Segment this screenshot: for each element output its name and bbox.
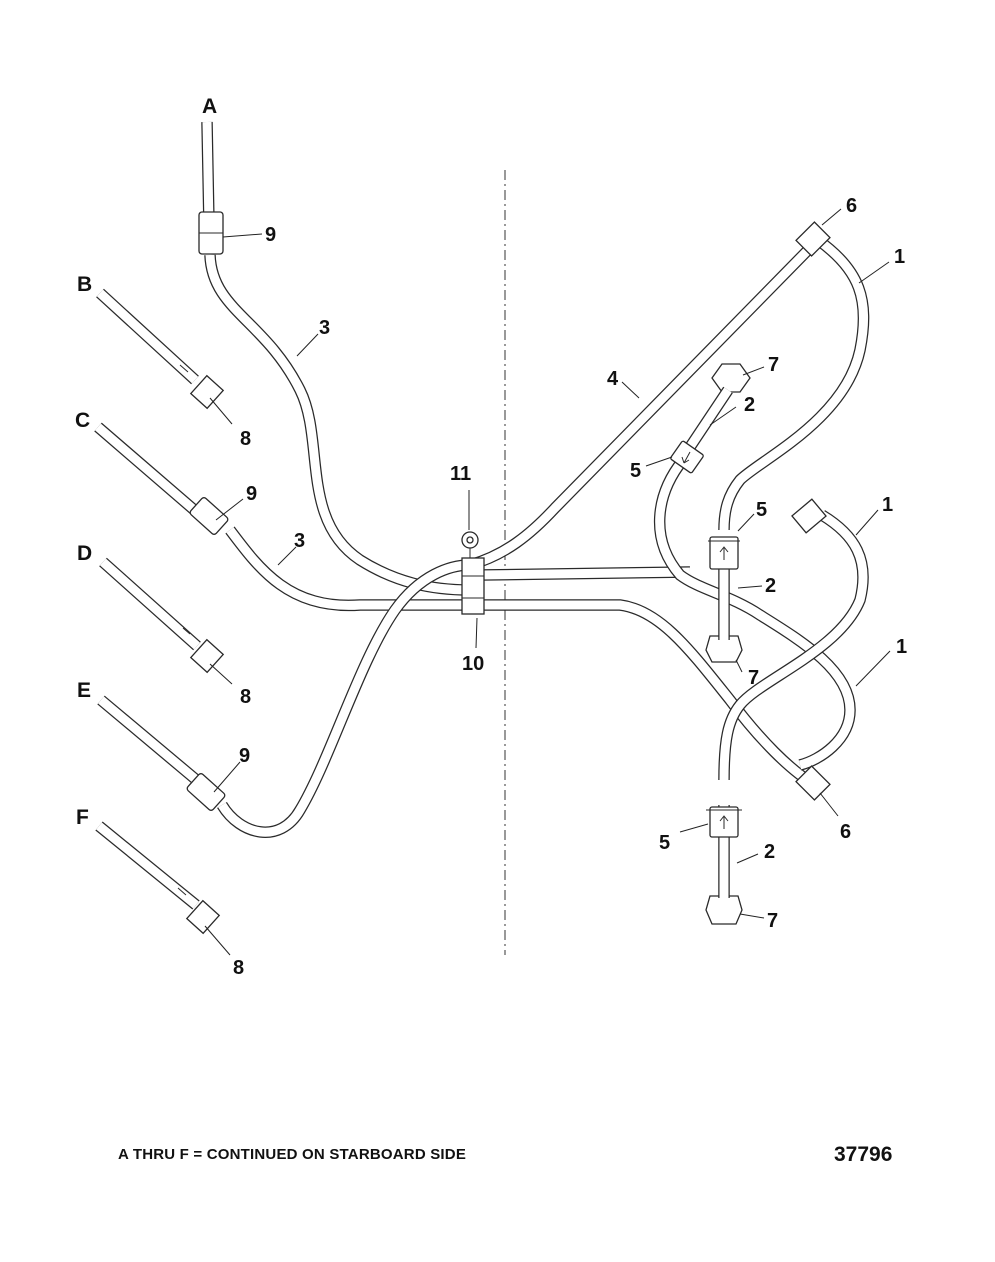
callout-6-top: 6	[846, 195, 857, 217]
hose-end-b	[96, 288, 199, 385]
end-label-d: D	[77, 542, 92, 565]
hose-e-loop	[217, 559, 471, 838]
callout-11: 11	[450, 463, 471, 485]
callout-9-a: 9	[265, 224, 276, 246]
callout-8-f: 8	[233, 957, 244, 979]
connector-9-c	[189, 497, 229, 535]
callout-10: 10	[462, 653, 484, 675]
callout-9-c: 9	[246, 483, 257, 505]
callout-7-mid: 7	[748, 667, 759, 689]
callout-5-mid: 5	[756, 499, 767, 521]
nut-7-upper	[711, 363, 751, 393]
callout-3-upper: 3	[319, 317, 330, 339]
end-fitting-6-bottom	[795, 765, 831, 801]
callout-5-upper: 5	[630, 460, 641, 482]
callout-2-upper: 2	[744, 394, 755, 416]
callout-8-b: 8	[240, 428, 251, 450]
leader-lines	[204, 208, 891, 956]
nut-7-lower	[705, 895, 743, 925]
callout-1-low: 1	[896, 636, 907, 658]
callout-8-d: 8	[240, 686, 251, 708]
hose-3-lower	[225, 526, 470, 612]
figure-number: 37796	[834, 1143, 893, 1166]
hose-end-c	[94, 422, 204, 520]
callout-7-lower: 7	[767, 910, 778, 932]
cap-8-d	[189, 638, 225, 674]
hose-1-mid	[718, 510, 869, 781]
check-valve-5-mid	[708, 536, 740, 570]
cap-8-f	[185, 899, 221, 935]
hose-2-upper	[654, 456, 856, 771]
end-label-e: E	[77, 679, 91, 702]
hose-3-upper	[204, 254, 471, 596]
connector-9-e	[186, 773, 226, 811]
hose-end-f	[95, 821, 200, 910]
callout-5-lower: 5	[659, 832, 670, 854]
callout-3-lower: 3	[294, 530, 305, 552]
hose-end-a	[201, 121, 215, 226]
hose-1-top	[718, 235, 870, 531]
check-valve-5-upper	[670, 440, 704, 474]
callout-1-mid: 1	[882, 494, 893, 516]
end-label-a: A	[202, 95, 217, 118]
cap-8-b	[189, 374, 225, 410]
end-fitting-1-mid	[791, 498, 827, 534]
hose-end-d	[99, 557, 201, 651]
callout-2-lower: 2	[764, 841, 775, 863]
callout-2-mid: 2	[765, 575, 776, 597]
end-label-b: B	[77, 273, 92, 296]
hose-main-right	[479, 566, 819, 790]
callout-6-bottom: 6	[840, 821, 851, 843]
clamp-10	[461, 557, 485, 615]
callout-4: 4	[607, 368, 619, 390]
nut-7-mid	[705, 635, 743, 663]
callout-1-top: 1	[894, 246, 905, 268]
callout-7-upper: 7	[768, 354, 779, 376]
callout-9-e: 9	[239, 745, 250, 767]
footnote: A THRU F = CONTINUED ON STARBOARD SIDE	[118, 1146, 467, 1163]
hose-end-e	[97, 695, 204, 788]
clamp-screw-11	[461, 531, 479, 558]
end-label-c: C	[75, 409, 90, 432]
check-valve-5-lower	[706, 806, 742, 838]
end-label-f: F	[76, 806, 89, 829]
end-fitting-6-top	[795, 221, 831, 257]
